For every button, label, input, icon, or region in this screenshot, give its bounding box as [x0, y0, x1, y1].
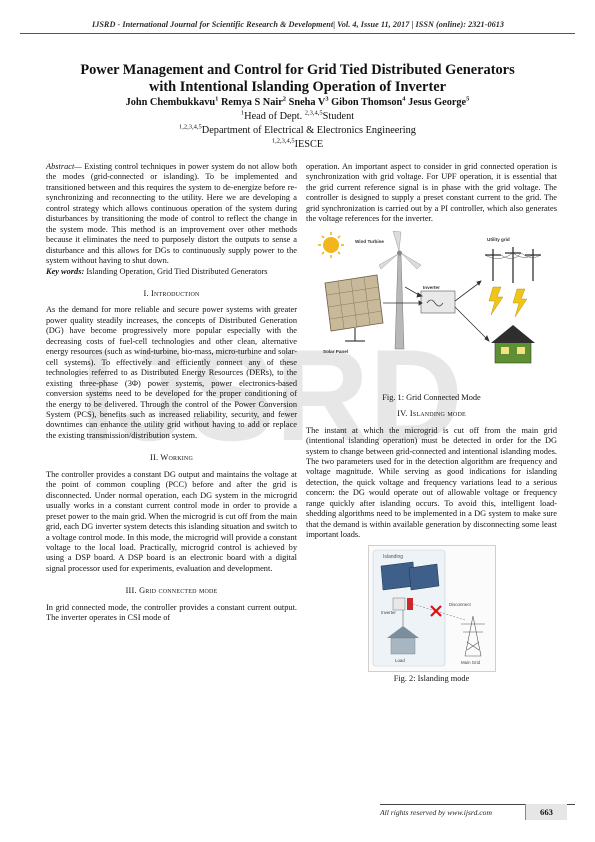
section-heading-introduction: I. Introduction — [143, 288, 200, 298]
author-sup: 4 — [402, 95, 406, 103]
journal-header: IJSRD - International Journal for Scient… — [91, 20, 505, 29]
left-column: Abstract— Existing control techniques in… — [46, 162, 297, 624]
keywords-text: Islanding Operation, Grid Tied Distribut… — [84, 266, 268, 276]
affiliation-role: 1Head of Dept. 2,3,4,5Student — [20, 109, 575, 123]
section-heading-islanding: IV. Islanding mode — [397, 409, 466, 419]
figure-1: Solar Panel Wind Turbine Inverter — [306, 230, 557, 403]
aff-sup: 1 — [240, 109, 245, 117]
section-heading-grid-connected: III. Grid connected mode — [125, 586, 218, 596]
svg-text:Load: Load — [395, 658, 405, 663]
house-icon — [490, 324, 535, 364]
right-column: operation. An important aspect to consid… — [306, 162, 557, 684]
author-name: John Chembukkavu — [125, 97, 216, 108]
author-name: Sneha V — [288, 97, 326, 108]
svg-text:Main Grid: Main Grid — [461, 660, 481, 665]
introduction-text: As the demand for more reliable and secu… — [46, 305, 297, 440]
figure-2: Islanding Inverter Load — [306, 544, 557, 684]
solar-panel-icon — [380, 561, 439, 590]
aff-department-text: Department of Electrical & Electronics E… — [201, 125, 416, 136]
fig1-solar-label: Solar Panel — [323, 349, 348, 354]
paper-title: Power Management and Control for Grid Ti… — [20, 62, 575, 96]
title-line-2: with Intentional Islanding Operation of … — [148, 79, 447, 95]
lightning-icon — [488, 286, 527, 317]
solar-panel-icon — [324, 274, 383, 342]
author-sup: 5 — [466, 95, 470, 103]
close-icon — [429, 604, 442, 617]
figure-2-caption: Fig. 2: Islanding mode — [393, 673, 470, 683]
author-sup: 1 — [215, 95, 219, 103]
aff-sup: 2,3,4,5 — [304, 109, 323, 117]
keywords-lead: Key words: — [46, 266, 85, 276]
svg-text:Inverter: Inverter — [381, 610, 396, 615]
grid-connected-text-part: In grid connected mode, the controller p… — [46, 602, 297, 623]
title-line-1: Power Management and Control for Grid Ti… — [80, 62, 515, 78]
svg-text:Inverter: Inverter — [423, 285, 440, 290]
islanding-text: The instant at which the microgrid is cu… — [306, 425, 557, 540]
svg-text:Disconnect: Disconnect — [449, 602, 471, 607]
aff-sup: 1,2,3,4,5 — [271, 137, 295, 145]
affiliation-department: 1,2,3,4,5Department of Electrical & Elec… — [20, 123, 575, 137]
sun-icon — [317, 231, 344, 258]
affiliation-institute: 1,2,3,4,5IESCE — [20, 137, 575, 151]
aff-institute-text: IESCE — [294, 139, 324, 150]
author-sup: 3 — [325, 95, 329, 103]
abstract: Abstract— Existing control techniques in… — [46, 162, 297, 267]
footer-copyright: All rights reserved by www.ijsrd.com — [380, 808, 492, 817]
aff-role-head: Head of Dept. — [244, 111, 305, 122]
inverter-icon: Inverter — [420, 285, 455, 314]
inverter-icon: Inverter — [381, 597, 413, 615]
figure-1-caption: Fig. 1: Grid Connected Mode — [382, 392, 481, 402]
aff-role-student: Student — [322, 111, 355, 122]
author-sup: 2 — [282, 95, 287, 103]
header-divider — [20, 33, 575, 34]
author-name: Gibon Thomson — [331, 97, 403, 108]
abstract-text: Existing control techniques in power sys… — [46, 162, 297, 266]
figure-1-diagram: Solar Panel Wind Turbine Inverter — [317, 230, 547, 391]
page-number: 663 — [525, 804, 567, 820]
power-tower-icon — [460, 615, 485, 656]
keywords: Key words: Islanding Operation, Grid Tie… — [46, 267, 297, 277]
wind-turbine-icon: Wind Turbine — [355, 230, 421, 349]
abstract-lead: Abstract— — [46, 162, 82, 171]
svg-text:Wind Turbine: Wind Turbine — [355, 239, 384, 244]
islanding-diagram: Islanding Inverter Load — [372, 549, 485, 666]
footer-divider — [380, 804, 575, 805]
author-list: John Chembukkavu1 Remya S Nair2 Sneha V3… — [20, 95, 575, 109]
house-icon: Load — [386, 625, 419, 663]
grid-connected-diagram: Solar Panel Wind Turbine Inverter — [317, 230, 541, 364]
utility-grid-icon: Utility grid — [484, 237, 541, 283]
working-text: The controller provides a constant DG ou… — [46, 469, 297, 573]
aff-sup: 1,2,3,4,5 — [179, 123, 202, 131]
figure-2-diagram: Islanding Inverter Load — [367, 544, 496, 672]
section-heading-working: II. Working — [150, 453, 193, 463]
author-name: Jesus George — [408, 97, 467, 108]
grid-connected-text-continued: operation. An important aspect to consid… — [306, 162, 557, 224]
author-name: Remya S Nair — [221, 97, 283, 108]
svg-text:Utility grid: Utility grid — [487, 237, 510, 242]
svg-text:Islanding: Islanding — [383, 554, 403, 560]
